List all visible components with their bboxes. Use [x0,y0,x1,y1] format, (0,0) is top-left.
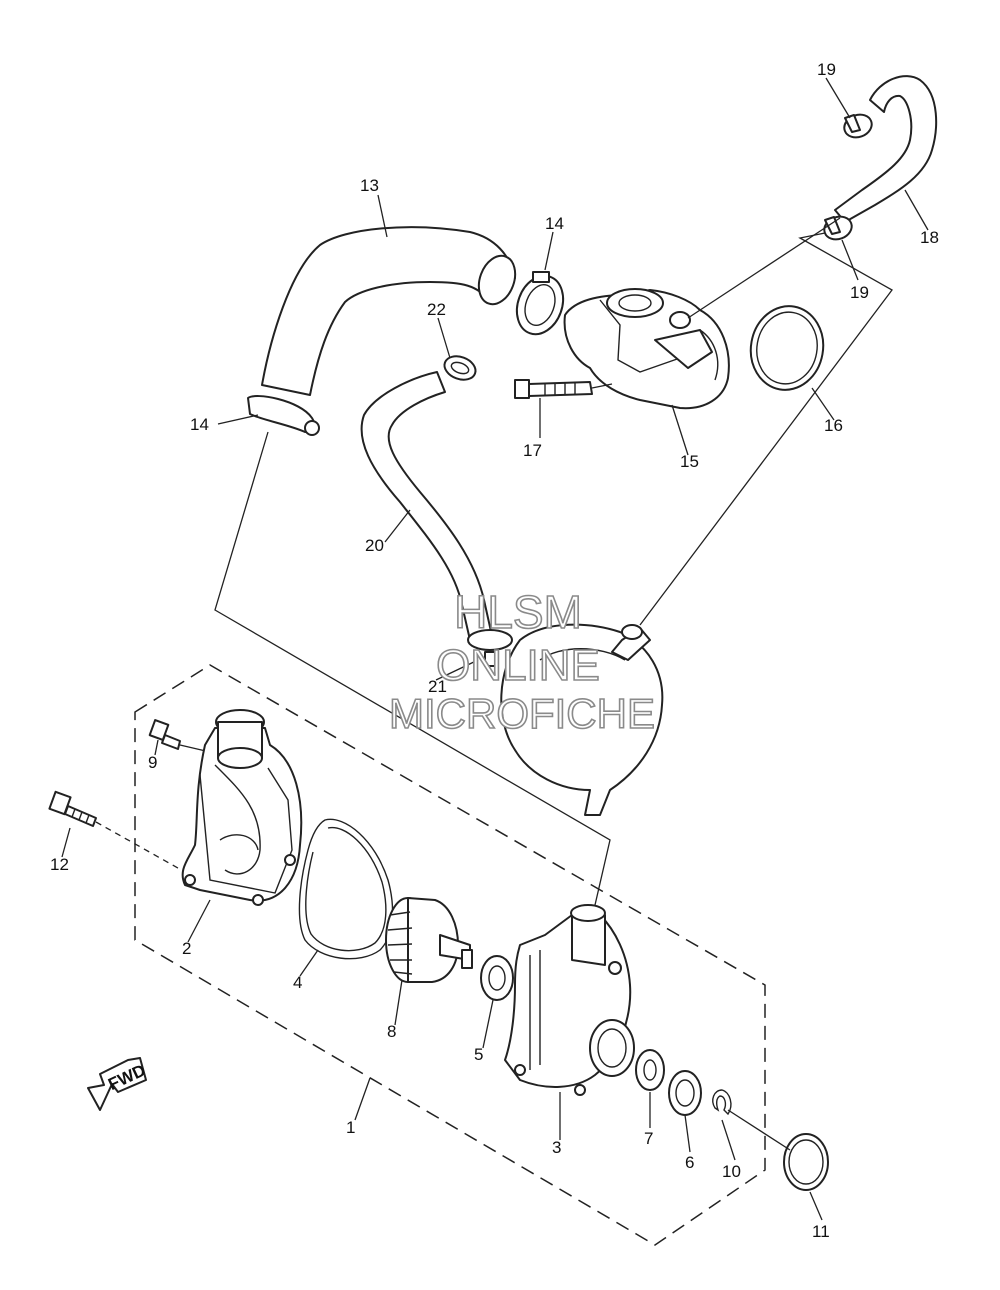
bolt-17 [514,379,613,399]
o-ring-16 [749,305,825,391]
gasket-4 [298,818,394,960]
callout-7: 7 [644,1129,653,1148]
callout-19-lower: 19 [850,283,869,302]
callout-18: 18 [920,228,939,247]
callout-12: 12 [50,855,69,874]
assembly-boundary [134,664,766,1246]
seal-5 [480,955,514,1001]
circlip-10 [712,1089,732,1116]
oil-seal-7 [635,1049,665,1091]
callout-10: 10 [722,1162,741,1181]
bearing-6 [668,1070,702,1116]
callout-22: 22 [427,300,446,319]
watermark-line-2: ONLINE [436,641,600,690]
callout-15: 15 [680,452,699,471]
callout-14-lower: 14 [190,415,209,434]
callout-9: 9 [148,753,157,772]
hose-13 [261,226,516,396]
hose-clamp-14-lower-screw [304,420,320,436]
pump-housing-3 [504,904,635,1096]
callout-20: 20 [365,536,384,555]
bolt-12 [48,790,186,873]
callout-6: 6 [685,1153,694,1172]
watermark: HLSM ONLINE MICROFICHE [388,585,656,738]
pump-cover-2 [181,709,303,906]
callout-16: 16 [824,416,843,435]
routing-line-hose-to-pump [214,431,611,906]
hose-clamp-21 [467,629,513,667]
hose-18 [834,75,938,223]
impeller-8 [385,897,473,983]
callout-13: 13 [360,176,379,195]
callout-11: 11 [812,1222,830,1241]
callout-19-upper: 19 [817,60,836,79]
bolt-9 [148,719,211,753]
callout-1: 1 [346,1118,355,1137]
callout-2: 2 [182,939,191,958]
callout-5: 5 [474,1045,483,1064]
hose-clamp-19-upper [843,113,873,139]
hose-13-end [477,254,517,306]
hose-clamp-22 [443,355,477,381]
watermark-line-3: MICROFICHE [389,690,655,737]
callout-8: 8 [387,1022,396,1041]
fwd-arrow-icon: FWD [87,1057,148,1111]
callout-21: 21 [428,677,447,696]
callout-leaders [61,77,929,1221]
o-ring-11 [783,1133,829,1191]
watermark-line-1: HLSM [454,586,582,638]
callout-17: 17 [523,441,542,460]
hose-clamp-19-lower [823,215,853,241]
callout-14-upper: 14 [545,214,564,233]
callout-3: 3 [552,1138,561,1157]
callout-4: 4 [293,973,302,992]
pump-outlet-cover [500,623,664,816]
thermostat-housing-15 [563,288,730,410]
hose-clamp-14-upper [515,274,565,336]
